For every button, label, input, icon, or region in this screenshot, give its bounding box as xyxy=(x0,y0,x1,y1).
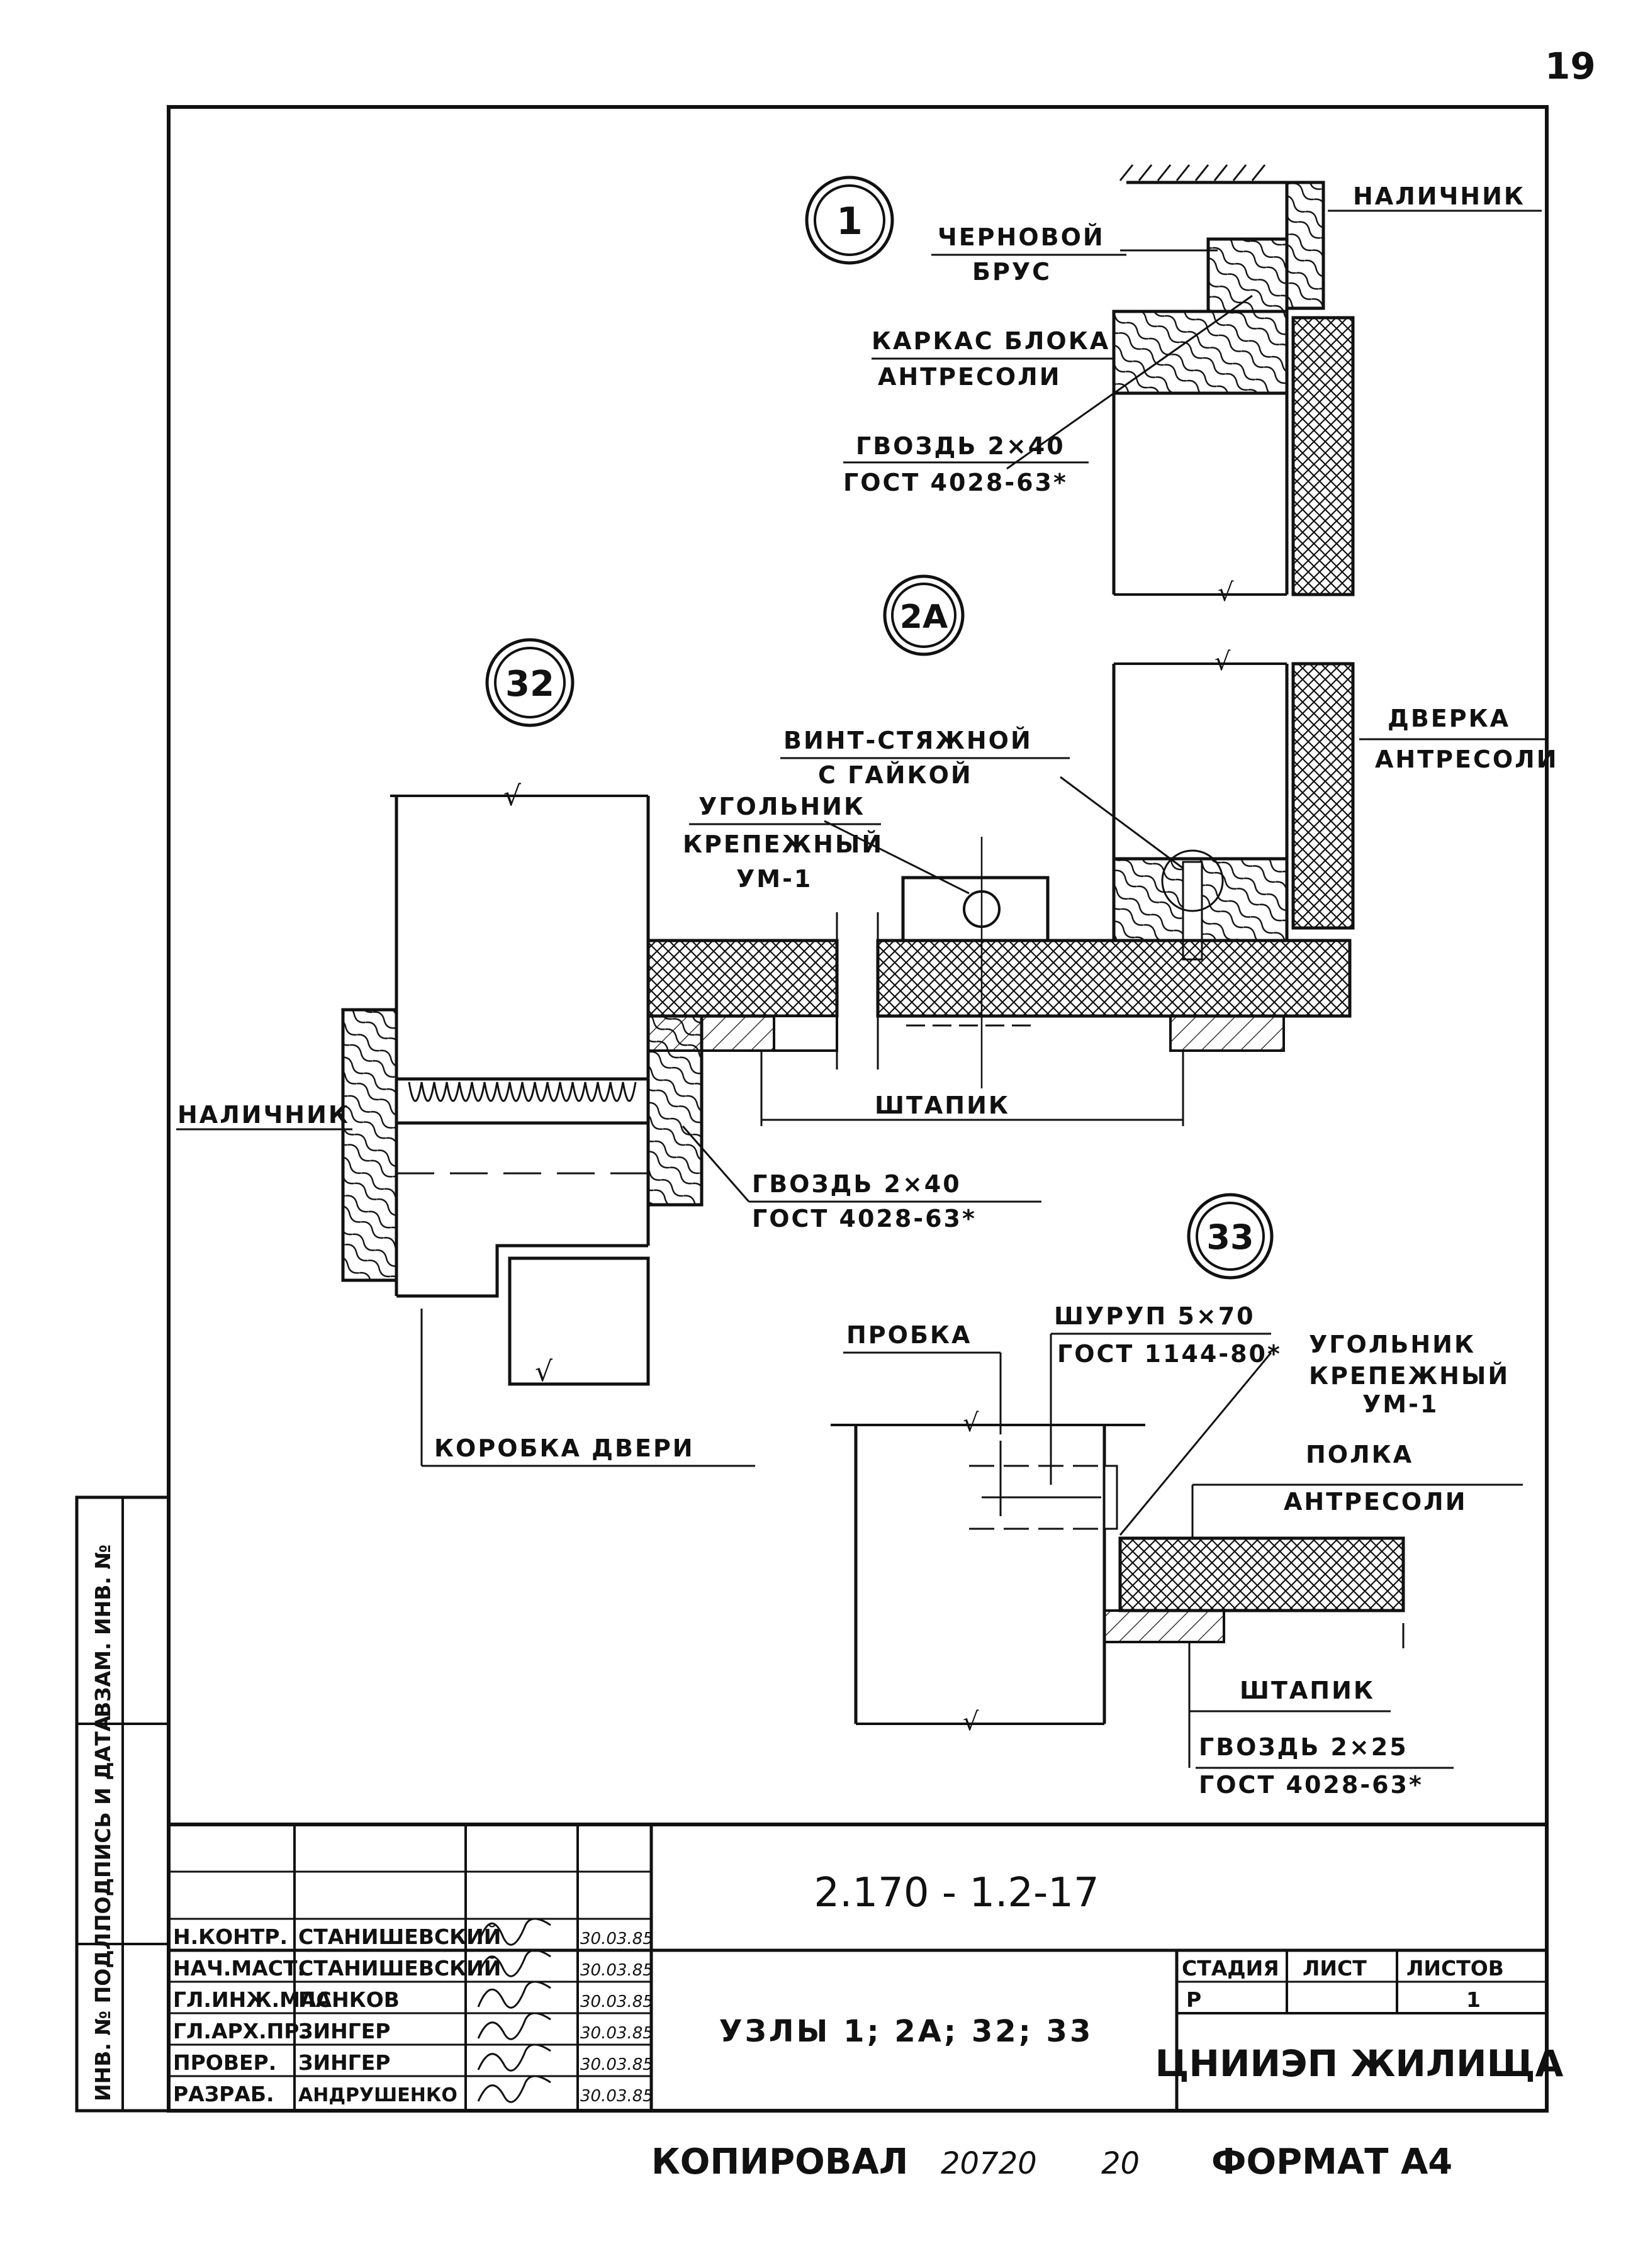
label-brus: БРУС xyxy=(972,258,1052,286)
svg-text:НАЧ.МАСТ.: НАЧ.МАСТ. xyxy=(173,1956,305,1980)
label-vint: ВИНТ-СТЯЖНОЙ xyxy=(783,727,1033,754)
label-antresoli-3: АНТРЕСОЛИ xyxy=(1284,1488,1467,1516)
sheets-header: ЛИСТОВ xyxy=(1406,1956,1504,1980)
svg-text:АНДРУШЕНКО: АНДРУШЕНКО xyxy=(298,2084,457,2106)
label-nalichnik-left: НАЛИЧНИК xyxy=(177,1101,350,1129)
signature-row: РАЗРАБ. АНДРУШЕНКО 30.03.85 xyxy=(173,2075,653,2106)
svg-text:√: √ xyxy=(503,780,522,812)
label-gost-2: ГОСТ 4028-63* xyxy=(752,1205,977,1232)
svg-text:32: 32 xyxy=(505,664,554,705)
label-dverka: ДВЕРКА xyxy=(1388,705,1510,732)
label-shurup: ШУРУП 5×70 xyxy=(1054,1302,1255,1330)
signature-row: Н.КОНТР. СТАНИШЕВСКИЙ 30.03.85 xyxy=(173,1918,653,1949)
node-1-detail: √ xyxy=(1006,164,1542,607)
signature-row: ПРОВЕР. ЗИНГЕР 30.03.85 xyxy=(173,2043,653,2075)
footer-kopiroval: КОПИРОВАЛ xyxy=(651,2142,908,2182)
label-antresoli-1: АНТРЕСОЛИ xyxy=(878,363,1062,391)
svg-text:√: √ xyxy=(1214,647,1231,676)
label-nalichnik-top: НАЛИЧНИК xyxy=(1353,182,1525,210)
label-probka: ПРОБКА xyxy=(846,1321,972,1349)
node-32-detail: √ √ xyxy=(176,780,755,1467)
label-s-gaikoy: С ГАЙКОЙ xyxy=(818,761,973,789)
svg-text:ПАНКОВ: ПАНКОВ xyxy=(298,1987,400,2012)
stage-header: СТАДИЯ xyxy=(1182,1956,1279,1980)
label-krepezhny-2: КРЕПЕЖНЫЙ xyxy=(1309,1362,1510,1390)
title-block: 2.170 - 1.2-17 УЗЛЫ 1; 2А; 32; 33 СТАДИЯ… xyxy=(167,1823,1564,2113)
signature-row: ГЛ.АРХ.ПР. ЗИНГЕР 30.03.85 xyxy=(173,2012,653,2043)
signature-row: ГЛ.ИНЖ.МАС. ПАНКОВ 30.03.85 xyxy=(173,1980,653,2012)
label-gost-1: ГОСТ 4028-63* xyxy=(843,469,1068,496)
svg-text:СТАНИШЕВСКИЙ: СТАНИШЕВСКИЙ xyxy=(298,1955,501,1980)
svg-text:30.03.85: 30.03.85 xyxy=(580,2087,653,2106)
footer-num: 20720 xyxy=(941,2146,1037,2181)
svg-text:ЗИНГЕР: ЗИНГЕР xyxy=(298,2050,390,2075)
svg-text:РАЗРАБ.: РАЗРАБ. xyxy=(173,2082,274,2106)
svg-text:30.03.85: 30.03.85 xyxy=(580,2024,653,2043)
footer-format: ФОРМАТ А4 xyxy=(1211,2142,1452,2182)
svg-text:30.03.85: 30.03.85 xyxy=(580,2055,653,2074)
sheets-value: 1 xyxy=(1466,1987,1481,2012)
svg-text:30.03.85: 30.03.85 xyxy=(580,1961,653,1980)
label-gost-4: ГОСТ 4028-63* xyxy=(1199,1771,1423,1799)
stamp-vzam-inv: ВЗАМ. ИНВ. № xyxy=(91,1545,115,1718)
svg-text:√: √ xyxy=(1218,578,1234,607)
label-korobka: КОРОБКА ДВЕРИ xyxy=(434,1434,695,1462)
svg-text:ЗИНГЕР: ЗИНГЕР xyxy=(298,2019,390,2043)
label-karkas: КАРКАС БЛОКА xyxy=(872,327,1110,355)
svg-text:ГЛ.ИНЖ.МАС.: ГЛ.ИНЖ.МАС. xyxy=(173,1987,339,2012)
svg-text:СТАНИШЕВСКИЙ: СТАНИШЕВСКИЙ xyxy=(298,1924,501,1949)
label-antresoli-2: АНТРЕСОЛИ xyxy=(1375,746,1559,773)
sheet-title: УЗЛЫ 1; 2А; 32; 33 xyxy=(719,2014,1094,2049)
label-krepezhny-1: КРЕПЕЖНЫЙ xyxy=(683,830,884,858)
annotation-labels: НАЛИЧНИК ЧЕРНОВОЙ БРУС КАРКАС БЛОКА АНТР… xyxy=(177,182,1559,1799)
svg-text:1: 1 xyxy=(836,199,863,243)
stage-value: Р xyxy=(1186,1987,1201,2012)
stamp-podpis-data: ПОДПИСЬ И ДАТА xyxy=(91,1715,115,1931)
stamp-inv-podl: ИНВ. № ПОДЛ. xyxy=(91,1924,115,2101)
callout-1: 1 xyxy=(805,176,894,265)
svg-text:√: √ xyxy=(963,1707,979,1736)
svg-text:33: 33 xyxy=(1206,1217,1254,1257)
page-number: 19 xyxy=(1545,45,1596,87)
svg-text:Н.КОНТР.: Н.КОНТР. xyxy=(173,1924,288,1949)
svg-text:ГЛ.АРХ.ПР.: ГЛ.АРХ.ПР. xyxy=(173,2019,307,2043)
label-gvozd-2: ГВОЗДЬ 2×40 xyxy=(752,1170,962,1198)
label-chernovoy: ЧЕРНОВОЙ xyxy=(938,223,1105,251)
signature-row: НАЧ.МАСТ. СТАНИШЕВСКИЙ 30.03.85 xyxy=(173,1949,653,1980)
label-gost-3: ГОСТ 1144-80* xyxy=(1057,1340,1282,1368)
label-um1-b: УМ-1 xyxy=(1362,1390,1439,1418)
svg-text:30.03.85: 30.03.85 xyxy=(580,1992,653,2011)
svg-text:√: √ xyxy=(535,1356,553,1388)
svg-text:2А: 2А xyxy=(900,598,948,636)
node-2a-detail: √ xyxy=(646,647,1355,1126)
callout-2a: 2А xyxy=(883,574,965,656)
callout-32: 32 xyxy=(485,638,575,727)
label-shtapik-1: ШТАПИК xyxy=(875,1092,1010,1119)
label-gvozd-3: ГВОЗДЬ 2×25 xyxy=(1199,1733,1408,1761)
label-polka: ПОЛКА xyxy=(1306,1441,1413,1468)
footer: КОПИРОВАЛ 20720 20 ФОРМАТ А4 xyxy=(651,2142,1452,2182)
svg-text:ПРОВЕР.: ПРОВЕР. xyxy=(173,2050,276,2075)
svg-text:√: √ xyxy=(963,1409,979,1438)
organization: ЦНИИЭП ЖИЛИЩА xyxy=(1155,2042,1564,2085)
doc-code: 2.170 - 1.2-17 xyxy=(814,1870,1099,1916)
sheet-header: ЛИСТ xyxy=(1303,1956,1367,1980)
footer-num2: 20 xyxy=(1101,2146,1140,2181)
label-ugolnik-2: УГОЛЬНИК xyxy=(1309,1331,1476,1358)
label-shtapik-2: ШТАПИК xyxy=(1240,1677,1375,1704)
label-um1-a: УМ-1 xyxy=(736,865,812,893)
svg-text:30.03.85: 30.03.85 xyxy=(580,1930,653,1948)
callout-33: 33 xyxy=(1187,1193,1274,1280)
label-gvozd-1: ГВОЗДЬ 2×40 xyxy=(856,432,1065,460)
label-ugolnik-1: УГОЛЬНИК xyxy=(698,793,865,820)
node-33-detail: √ √ xyxy=(831,1352,1523,1769)
